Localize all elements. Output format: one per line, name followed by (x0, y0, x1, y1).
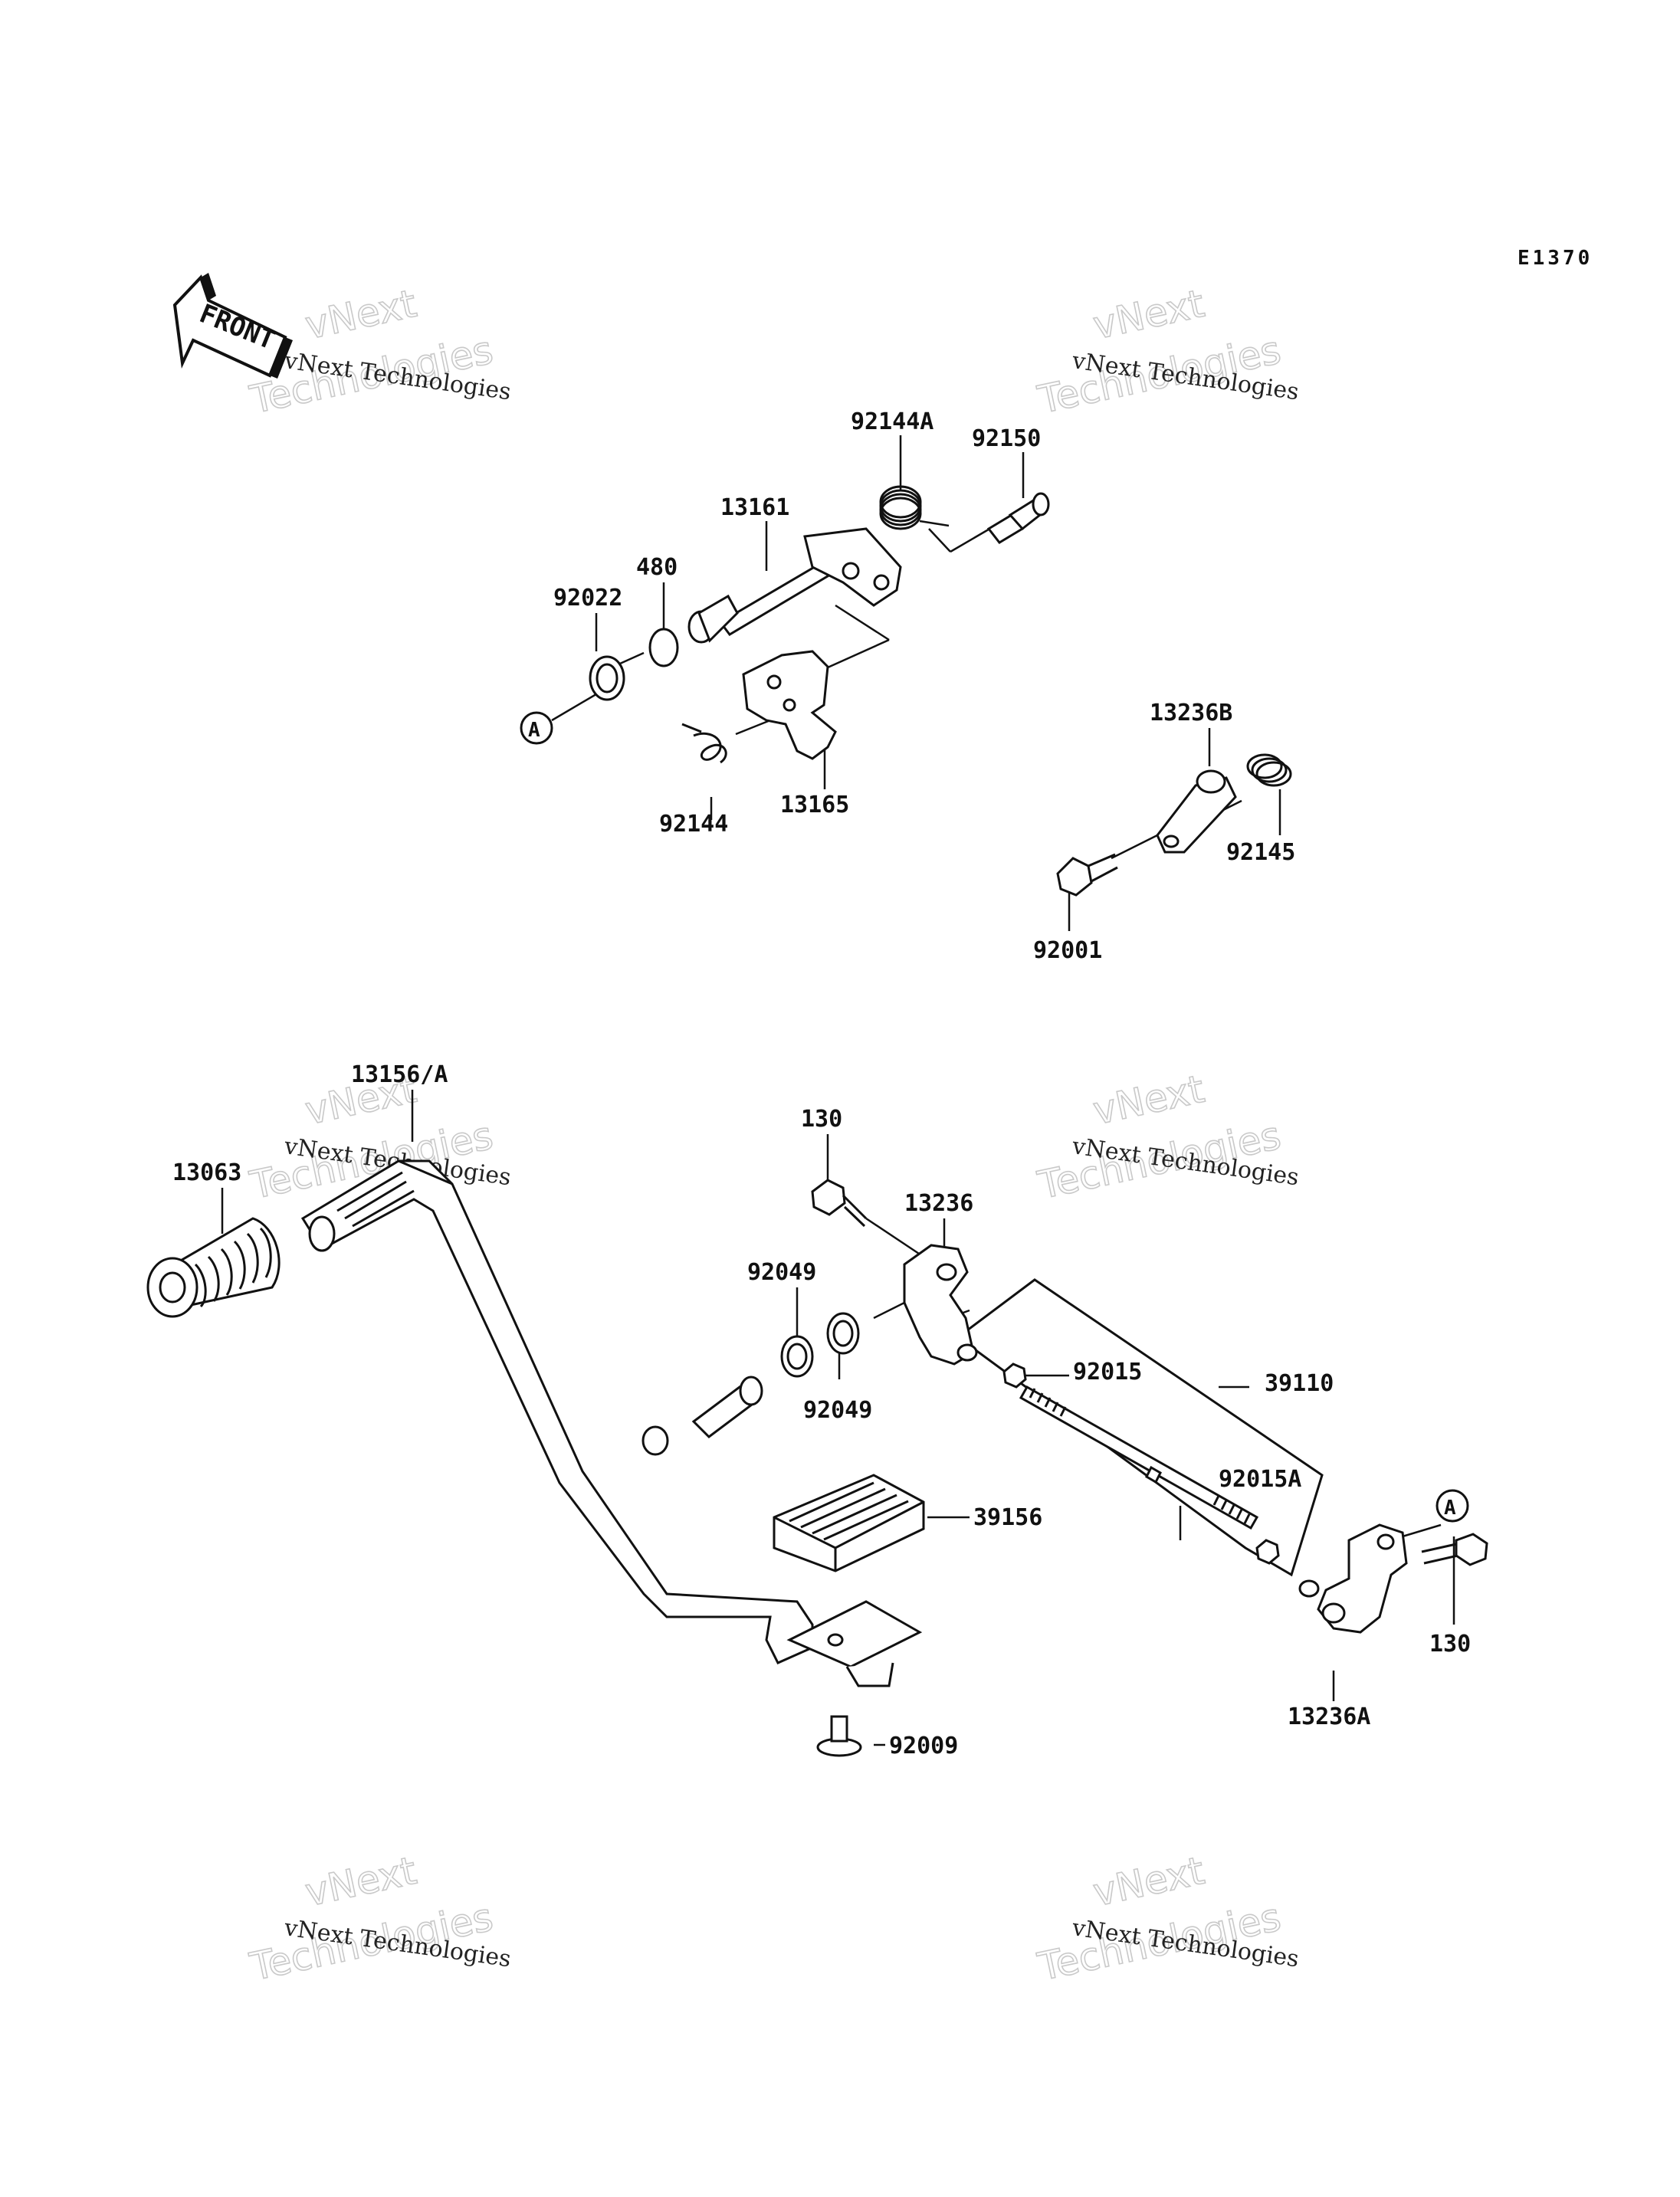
bolt-130-top (811, 1179, 868, 1228)
label-92022: 92022 (553, 585, 622, 612)
lever-13236a (1298, 1523, 1408, 1634)
label-92145: 92145 (1226, 839, 1295, 866)
label-92015a: 92015A (1219, 1466, 1301, 1493)
label-92009: 92009 (889, 1733, 958, 1759)
label-92001: 92001 (1033, 937, 1102, 964)
label-92015: 92015 (1073, 1359, 1142, 1385)
nut-92015a (1255, 1539, 1280, 1565)
bolt-130-right (1421, 1533, 1488, 1566)
watermark: vNext Technologies vNext Technologies (1033, 1848, 1301, 1990)
reference-mark-a-bottom: A (1436, 1489, 1469, 1523)
svg-text:vNext: vNext (1089, 1067, 1208, 1133)
label-13236a: 13236A (1288, 1703, 1370, 1730)
label-92150: 92150 (972, 425, 1041, 452)
nut-92015 (1002, 1362, 1027, 1389)
label-130-right: 130 (1429, 1631, 1471, 1658)
spring-92145 (1246, 753, 1292, 787)
label-13236: 13236 (904, 1190, 973, 1217)
tie-rod (1019, 1385, 1259, 1530)
seal-92049-upper (826, 1312, 860, 1355)
svg-text:vNext: vNext (1089, 1848, 1208, 1915)
label-13236b: 13236B (1150, 700, 1232, 726)
watermark: vNext Technologies vNext Technologies (1033, 280, 1301, 423)
footpeg-rubber-13063 (146, 1217, 281, 1318)
bolt-92001 (1056, 853, 1118, 897)
label-92049-top: 92049 (747, 1259, 816, 1286)
label-92049-bottom: 92049 (803, 1397, 872, 1424)
spring-92144 (681, 723, 727, 764)
rod-assembly-box (956, 1278, 1324, 1577)
watermark: vNext Technologies vNext Technologies (1033, 1066, 1301, 1208)
label-13156a: 13156/A (351, 1061, 448, 1088)
shift-shaft-13161 (687, 527, 902, 644)
label-13161: 13161 (720, 494, 789, 521)
label-13165: 13165 (780, 792, 849, 818)
svg-text:A: A (1444, 1497, 1456, 1520)
seal-92049-lower (780, 1335, 814, 1378)
pedal-rubber-39156 (773, 1474, 925, 1572)
label-92144: 92144 (659, 811, 728, 838)
svg-text:vNext: vNext (301, 281, 420, 348)
part-labels: 92144A 92150 13161 480 92022 92144 13165… (172, 408, 1471, 1759)
label-39110: 39110 (1265, 1370, 1334, 1397)
label-480: 480 (636, 554, 678, 581)
label-13063: 13063 (172, 1159, 241, 1186)
front-arrow-icon: FRONT (172, 273, 293, 379)
lever-13236b (1156, 769, 1237, 854)
shift-lever-13156a (300, 1159, 923, 1687)
screw-92009 (816, 1715, 862, 1757)
torsion-spring-92144a (879, 485, 950, 530)
watermark: vNext Technologies vNext Technologies (245, 1848, 513, 1990)
watermark: vNext Technologies vNext Technologies (245, 280, 513, 423)
circlip-480 (648, 628, 679, 667)
washer-92022 (589, 655, 625, 701)
pin-92150 (986, 492, 1050, 544)
label-39156: 39156 (973, 1504, 1042, 1531)
label-92144a: 92144A (851, 408, 934, 435)
svg-text:vNext: vNext (1089, 281, 1208, 348)
svg-text:A: A (528, 719, 540, 742)
lever-13236 (903, 1244, 978, 1366)
spindle (691, 1376, 763, 1438)
reference-mark-a-top: A (520, 711, 553, 745)
label-130-top: 130 (801, 1106, 842, 1133)
shift-plate-13165 (742, 650, 837, 760)
diagram-code: E1370 (1518, 247, 1593, 270)
leader-lines-upper (551, 435, 1281, 931)
svg-text:vNext: vNext (301, 1848, 420, 1915)
